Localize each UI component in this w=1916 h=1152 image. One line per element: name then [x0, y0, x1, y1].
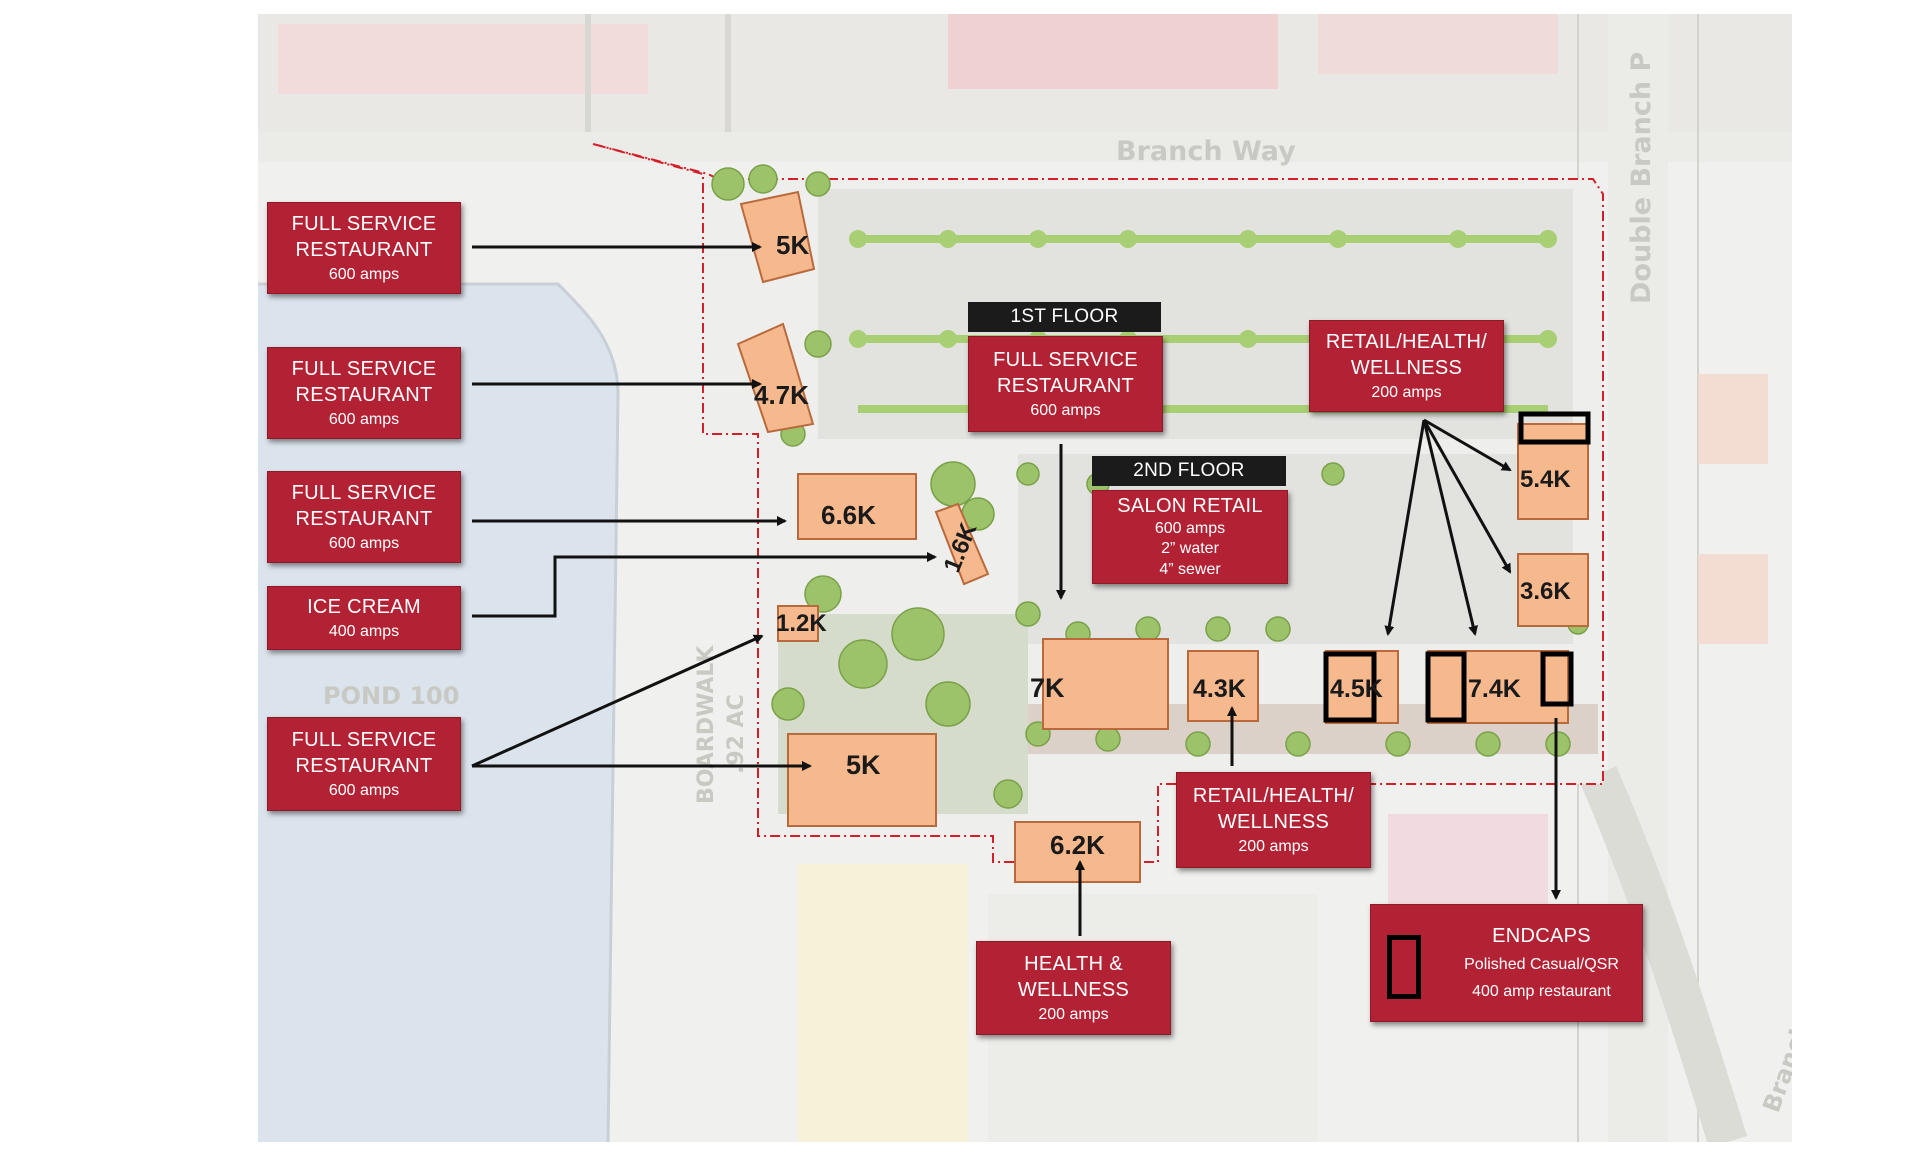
trees	[711, 164, 1589, 809]
callout-title: HEALTH &	[1024, 952, 1123, 975]
callout-amps: 200 amps	[1238, 837, 1309, 855]
callout-amps: 600 amps	[1154, 519, 1226, 537]
label-5-4k: 5.4K	[1520, 466, 1571, 493]
callout-title: RESTAURANT	[295, 754, 433, 777]
callout-amps: 400 amps	[328, 622, 400, 640]
label-6-2k: 6.2K	[1050, 830, 1105, 860]
callout-title: FULL SERVICE	[291, 481, 437, 504]
callout-salon-retail: SALON RETAIL 600 amps 2” water 4” sewer	[1092, 490, 1288, 584]
label-6-6k: 6.6K	[821, 500, 876, 530]
callout-full-service-restaurant-1: FULL SERVICE RESTAURANT 600 amps	[267, 202, 461, 294]
pond-area-label: .92 AC	[724, 694, 749, 774]
callout-title: RESTAURANT	[295, 383, 433, 406]
callout-ice-cream: ICE CREAM 400 amps	[267, 586, 461, 650]
callout-amps: 600 amps	[328, 781, 400, 799]
label-5k-sw: 5K	[846, 750, 881, 780]
callout-water: 2” water	[1161, 540, 1219, 558]
callout-amps: 400 amp restaurant	[1472, 983, 1611, 1000]
callout-amps: 200 amps	[1371, 383, 1442, 401]
street-double-branch: Double Branch P	[1626, 52, 1657, 304]
callout-title: FULL SERVICE	[993, 348, 1138, 371]
callout-full-service-restaurant-2: FULL SERVICE RESTAURANT 600 amps	[267, 347, 461, 439]
callout-title: ICE CREAM	[307, 595, 421, 618]
callout-title: RESTAURANT	[295, 507, 433, 530]
callout-subtitle: Polished Casual/QSR	[1464, 956, 1619, 974]
callout-retail-health-wellness-bottom: RETAIL/HEALTH/ WELLNESS 200 amps	[1176, 772, 1371, 868]
callout-title: WELLNESS	[1350, 356, 1463, 379]
label-3-6k: 3.6K	[1520, 578, 1571, 605]
label-7-4k: 7.4K	[1468, 675, 1521, 703]
label-4-5k: 4.5K	[1330, 675, 1383, 703]
callout-title: RESTAURANT	[295, 238, 433, 261]
street-branch-parkway: Branch Parkway	[1757, 902, 1792, 1116]
label-1-2k: 1.2K	[776, 610, 827, 637]
callout-first-floor-restaurant: FULL SERVICE RESTAURANT 600 amps	[968, 336, 1163, 432]
label-7k: 7K	[1030, 673, 1065, 703]
callout-amps: 600 amps	[1030, 401, 1101, 419]
callout-title: SALON RETAIL	[1117, 494, 1263, 517]
label-4-3k: 4.3K	[1193, 675, 1246, 703]
street-branch-way: Branch Way	[1116, 136, 1296, 167]
label-5k-nw: 5K	[776, 230, 809, 260]
callout-full-service-restaurant-3: FULL SERVICE RESTAURANT 600 amps	[267, 471, 461, 563]
callout-sewer: 4” sewer	[1159, 560, 1221, 578]
endcap-markers	[1323, 411, 1591, 723]
pond-label: POND 100	[323, 682, 459, 710]
endcap-legend-marker	[1387, 935, 1421, 999]
callout-title: RETAIL/HEALTH/	[1325, 330, 1488, 353]
callout-title: FULL SERVICE	[291, 728, 437, 751]
callout-title: WELLNESS	[1017, 978, 1130, 1001]
callout-title: FULL SERVICE	[291, 212, 437, 235]
callout-amps: 600 amps	[328, 410, 400, 428]
callout-amps: 200 amps	[1038, 1005, 1109, 1023]
callout-title: RETAIL/HEALTH/	[1192, 784, 1355, 807]
callout-title: RESTAURANT	[996, 374, 1135, 397]
callout-amps: 600 amps	[328, 265, 400, 283]
callout-retail-health-wellness-top: RETAIL/HEALTH/ WELLNESS 200 amps	[1309, 320, 1504, 412]
callout-title: FULL SERVICE	[291, 357, 437, 380]
second-floor-tag: 2ND FLOOR	[1092, 456, 1286, 486]
first-floor-tag: 1ST FLOOR	[968, 302, 1161, 332]
boardwalk-label: BOARDWALK	[694, 645, 719, 804]
callout-full-service-restaurant-4: FULL SERVICE RESTAURANT 600 amps	[267, 717, 461, 811]
callout-health-wellness: HEALTH & WELLNESS 200 amps	[976, 941, 1171, 1035]
callout-title: WELLNESS	[1217, 810, 1330, 833]
callout-title: ENDCAPS	[1492, 925, 1591, 948]
callout-amps: 600 amps	[328, 534, 400, 552]
label-4-7k: 4.7K	[754, 380, 809, 410]
callout-endcaps: ENDCAPS Polished Casual/QSR 400 amp rest…	[1370, 904, 1643, 1022]
